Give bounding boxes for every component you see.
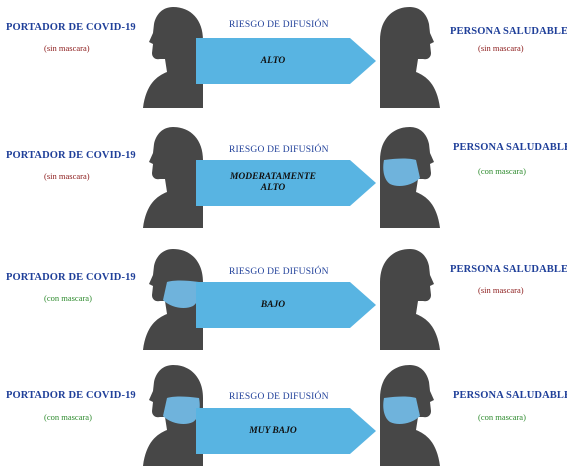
risk-arrow-icon xyxy=(196,408,376,454)
scenario-row-3: PORTADOR DE COVID-19 (con mascara) RIESG… xyxy=(0,242,567,352)
risk-level-label: MODERATAMENTE ALTO xyxy=(229,172,317,193)
healthy-title: PERSONA SALUDABLE xyxy=(453,142,567,153)
carrier-title: PORTADOR DE COVID-19 xyxy=(6,22,136,33)
carrier-status: (con mascara) xyxy=(44,293,92,303)
carrier-title: PORTADOR DE COVID-19 xyxy=(6,390,136,401)
risk-level-label: BAJO xyxy=(260,299,286,310)
carrier-head-icon xyxy=(143,249,203,350)
risk-title: RIESGO DE DIFUSIÓN xyxy=(229,392,329,402)
carrier-mask-icon xyxy=(163,280,200,308)
carrier-title: PORTADOR DE COVID-19 xyxy=(6,272,136,283)
risk-title: RIESGO DE DIFUSIÓN xyxy=(229,20,329,30)
healthy-title: PERSONA SALUDABLE xyxy=(450,264,567,275)
carrier-head-icon xyxy=(143,365,203,466)
risk-arrow-icon xyxy=(196,160,376,206)
risk-title: RIESGO DE DIFUSIÓN xyxy=(229,267,329,277)
carrier-head-silhouette xyxy=(143,7,203,108)
carrier-head-icon xyxy=(143,127,203,228)
carrier-mask-icon xyxy=(163,396,200,424)
healthy-status: (con mascara) xyxy=(478,166,526,176)
healthy-head-silhouette xyxy=(380,7,440,108)
risk-arrow-icon xyxy=(196,282,376,328)
scenario-row-1: PORTADOR DE COVID-19 (sin mascara) RIESG… xyxy=(0,0,567,110)
scenario-row-4: PORTADOR DE COVID-19 (con mascara) RIESG… xyxy=(0,358,567,468)
healthy-mask-icon xyxy=(383,396,420,424)
healthy-head-silhouette xyxy=(380,249,440,350)
carrier-head-icon xyxy=(143,7,203,108)
healthy-head-icon xyxy=(380,249,440,350)
risk-arrow-icon xyxy=(196,38,376,84)
carrier-status: (sin mascara) xyxy=(44,171,90,181)
carrier-title: PORTADOR DE COVID-19 xyxy=(6,150,136,161)
healthy-title: PERSONA SALUDABLE xyxy=(450,26,567,37)
healthy-head-icon xyxy=(380,7,440,108)
healthy-head-icon xyxy=(380,127,440,228)
healthy-head-icon xyxy=(380,365,440,466)
risk-title: RIESGO DE DIFUSIÓN xyxy=(229,145,329,155)
scenario-row-2: PORTADOR DE COVID-19 (sin mascara) RIESG… xyxy=(0,120,567,230)
healthy-status: (sin mascara) xyxy=(478,285,524,295)
risk-level-label: MUY BAJO xyxy=(249,425,297,436)
carrier-head-silhouette xyxy=(143,127,203,228)
carrier-status: (con mascara) xyxy=(44,412,92,422)
healthy-status: (con mascara) xyxy=(478,412,526,422)
healthy-status: (sin mascara) xyxy=(478,43,524,53)
carrier-status: (sin mascara) xyxy=(44,43,90,53)
healthy-title: PERSONA SALUDABLE xyxy=(453,390,567,401)
healthy-mask-icon xyxy=(383,158,420,186)
risk-level-label: ALTO xyxy=(260,55,286,66)
